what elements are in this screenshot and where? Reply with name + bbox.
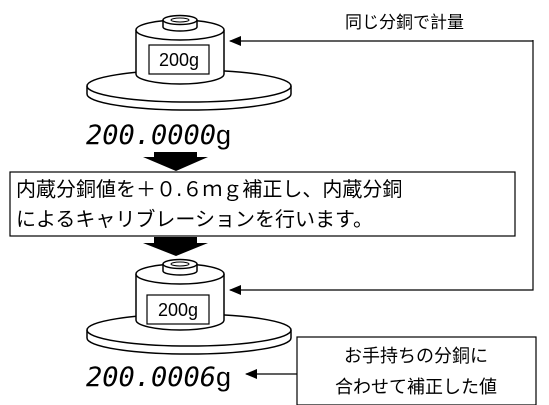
top-reading-unit: g bbox=[216, 120, 231, 150]
bottom-reading-value: 200.0006 bbox=[86, 362, 216, 393]
result-note-line1: お手持ちの分銅に bbox=[344, 346, 488, 367]
process-box-line2: によるキャリブレーションを行います。 bbox=[16, 207, 373, 231]
top-feedback-arrow bbox=[229, 36, 534, 295]
bottom-weight-icon: 200g bbox=[135, 258, 225, 331]
top-reading-value: 200.0000 bbox=[86, 120, 216, 151]
top-weight-icon: 200g bbox=[135, 14, 225, 85]
down-arrow-1-icon bbox=[143, 152, 208, 171]
bottom-weight-label: 200g bbox=[158, 300, 198, 320]
down-arrow-2-icon bbox=[143, 237, 208, 256]
result-note-box: お手持ちの分銅に 合わせて補正した値 bbox=[296, 336, 537, 405]
bottom-scale: 200g bbox=[86, 258, 292, 355]
bottom-reading-unit: g bbox=[216, 362, 231, 392]
top-note: 同じ分銅で計量 bbox=[345, 13, 464, 33]
process-box: 内蔵分銅値を＋０.６ｍｇ補正し、内蔵分銅 によるキャリブレーションを行います。 bbox=[9, 171, 516, 237]
result-note-line2: 合わせて補正した値 bbox=[335, 377, 497, 398]
process-box-line1: 内蔵分銅値を＋０.６ｍｇ補正し、内蔵分銅 bbox=[16, 177, 402, 201]
top-scale: 200g bbox=[86, 14, 292, 111]
top-weight-label: 200g bbox=[159, 50, 199, 70]
